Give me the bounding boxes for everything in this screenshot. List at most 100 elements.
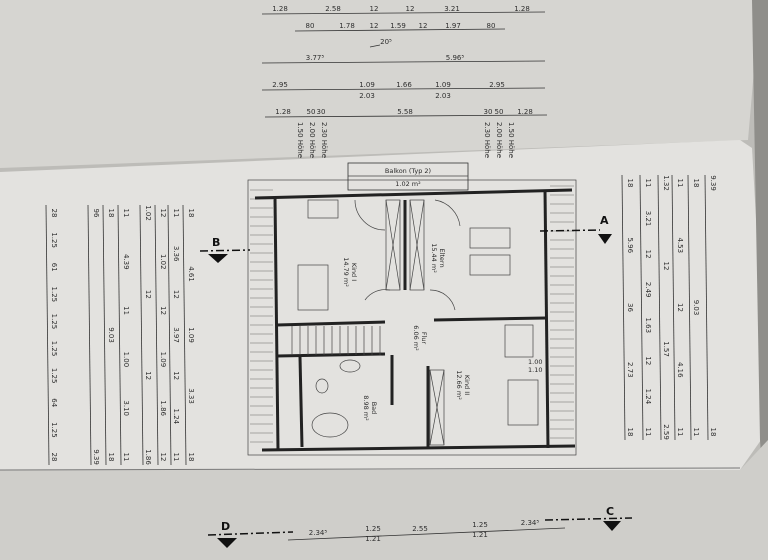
dimension-label: 12 (144, 290, 152, 299)
room-name: Flur (420, 332, 428, 345)
dimension-label: 3.21 (444, 5, 460, 13)
dimension-label: 1.25 (365, 525, 381, 533)
dimension-label: 12 (159, 306, 167, 315)
room-name: Kind I (350, 263, 358, 281)
dimension-label: 11 (172, 209, 180, 218)
dimension-label: 9.39 (92, 449, 100, 465)
dimension-line (657, 174, 662, 441)
dimension-label: 9.39 (709, 175, 717, 191)
dimension-label: 3.10 (122, 400, 130, 416)
dimension-label: 18 (692, 179, 700, 188)
dimension-label: 12 (644, 250, 652, 259)
dimension-label: 12 (370, 22, 379, 30)
dimension-line (264, 114, 548, 118)
dimension-label: 1.25 (472, 521, 488, 529)
dimension-label: 18 (107, 209, 115, 218)
dimension-label: 12 (406, 5, 415, 13)
dimension-label: 1.25 (50, 422, 58, 438)
balcony-area: 1.02 m² (395, 180, 421, 188)
balcony (347, 162, 469, 191)
dimension-label: 3.21 (644, 211, 652, 227)
room-area: 12.66 m² (455, 370, 463, 400)
dimension-label: 1.25 (50, 314, 58, 330)
bottom-paper (0, 440, 768, 560)
dimension-label: 1.09 (159, 352, 167, 368)
svg-text:B: B (212, 236, 220, 249)
dimension-line (182, 204, 187, 466)
dimension-label: 1.66 (396, 81, 412, 89)
dimension-line (261, 60, 546, 64)
roof-hatching-left (250, 189, 273, 443)
dimension-line (154, 204, 159, 466)
dimension-label: 12 (159, 453, 167, 462)
dimension-label: 2.55 (412, 525, 428, 533)
dimension-label: 1.78 (339, 22, 355, 30)
dimension-label: 11 (676, 179, 684, 188)
dimension-label: 5.96⁵ (446, 54, 465, 62)
dimension-label: 2.95 (272, 81, 288, 89)
dimension-label: 1.57 (662, 341, 670, 357)
svg-text:D: D (221, 520, 230, 533)
window-height: 1.10 (528, 366, 542, 374)
stairs (291, 326, 381, 355)
dimension-label: 12 (159, 209, 167, 218)
dimension-label: 11 (122, 453, 130, 462)
dimension-label: 1.25 (50, 368, 58, 384)
dimension-label: 1.25 (50, 341, 58, 357)
dimension-label: 1.21 (365, 535, 381, 543)
section-marker-a: A (539, 214, 612, 244)
dimension-line (704, 174, 709, 441)
balcony-name: Balkon (Typ 2) (385, 167, 431, 175)
section-marker-d: D (207, 520, 294, 548)
dimension-label: 11 (122, 209, 130, 218)
dimension-label: 2.34⁵ (309, 529, 328, 537)
dimension-label: 3.33 (187, 388, 195, 404)
dimension-line (102, 204, 107, 466)
dimension-label: 5.58 (397, 108, 413, 116)
dimension-label: 80 (487, 22, 496, 30)
dimension-label: 9.03 (692, 300, 700, 316)
lower-paper-sheet (0, 140, 768, 470)
dimension-label: 2.34⁵ (521, 519, 540, 527)
roof-hatching-right (550, 185, 574, 439)
dimension-label: 36 (626, 303, 634, 312)
room-area: 14.79 m² (342, 257, 350, 287)
dimension-label: 12 (419, 22, 428, 30)
dimension-label: 2.73 (626, 362, 634, 378)
dimension-line (287, 527, 566, 541)
dimension-label: 3.36 (172, 246, 180, 262)
dimension-label: 96 (92, 209, 100, 218)
dimension-label: 1.25 (50, 287, 58, 303)
dimension-label: 1.59 (390, 22, 406, 30)
dimension-line (369, 44, 381, 48)
dimension-label: 12 (172, 290, 180, 299)
room-flur: Flur 6.06 m² (412, 325, 428, 351)
room-kind-2: Kind II 12.66 m² (455, 370, 471, 400)
dimension-label: 1.28 (514, 5, 530, 13)
dimension-label: 2.30 Höhe (320, 122, 328, 158)
dimension-label: 28 (50, 209, 58, 218)
dimension-label: 2.95 (489, 81, 505, 89)
dimension-label: 12 (144, 371, 152, 380)
window-width: 1.00 (528, 358, 542, 366)
dimension-label: 2.03 (435, 92, 451, 100)
room-bad: Bad 8.98 m² (362, 395, 378, 421)
dimension-label: 2.58 (325, 5, 341, 13)
dimension-label: 18 (626, 428, 634, 437)
dimension-label: 61 (50, 263, 58, 272)
upper-paper-sheet (0, 0, 760, 168)
dimension-label: 4.61 (187, 266, 195, 282)
dimension-label: 1.24 (172, 409, 180, 425)
dimension-label: 18 (626, 179, 634, 188)
dimension-label: 3.97 (172, 327, 180, 343)
dimension-label: 64 (50, 398, 58, 407)
dimension-label: 18 (187, 453, 195, 462)
dimension-label: 80 (306, 22, 315, 30)
dimension-label: 1.50 Höhe (296, 122, 304, 158)
dimension-line (621, 174, 626, 441)
room-area: 8.98 m² (362, 395, 370, 421)
section-marker-b: B (199, 236, 251, 263)
dimension-line (671, 174, 676, 441)
dimension-label: 30 (317, 108, 326, 116)
